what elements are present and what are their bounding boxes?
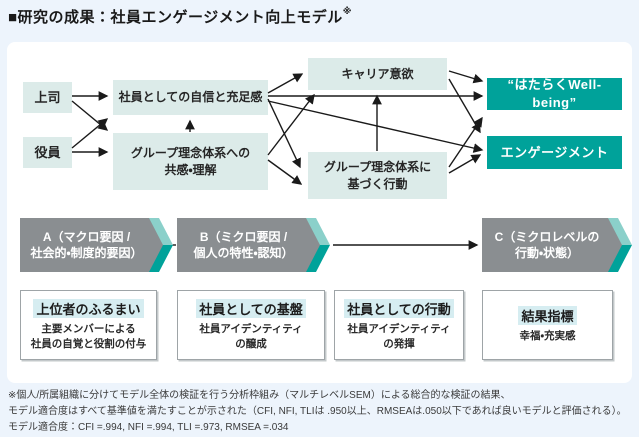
action-line1: グループ理念体系に [323,160,432,175]
node-engagement-label: エンゲージメント [500,144,609,160]
node-confidence-fulfillment: 社員としての自信と充足感 [113,80,268,115]
node-confidence-label: 社員としての自信と充足感 [118,90,263,105]
band-a-line1: A（マクロ要因 / [42,229,131,244]
card-result-indicators: 結果指標 幸福・充実感 [482,290,613,360]
card-employee-foundation: 社員としての基盤 社員アイデンティティ の醸成 [177,290,325,360]
card-leader-behavior: 上位者のふるまい 主要メンバーによる 社員の自覚と役割の付与 [20,290,157,360]
card4-body-line1: 幸福・充実感 [519,330,576,343]
node-executive-label: 役員 [34,144,61,160]
card-result-indicators-title: 結果指標 [518,306,577,326]
band-a-body: A（マクロ要因 / 社会的・制度的要因） [20,218,163,272]
page-title-note-mark: ※ [342,6,353,16]
node-career-label: キャリア意欲 [341,66,414,81]
action-line2: 基づく行動 [347,176,408,191]
card3-body-line2: の発揮 [383,337,415,350]
card-result-indicators-body: 幸福・充実感 [519,329,575,344]
footnotes: ※個人/所属組織に分けてモデル全体の検証を行う分析枠組み（マルチレベルSEM）に… [8,388,634,436]
band-micro-level-outcomes: C（ミクロレベルの 行動・状態） [482,218,632,272]
band-c-line1: C（ミクロレベルの [494,229,600,244]
band-b-line2: 個人の特性・認知） [193,246,294,260]
band-a-line2: 社会的・制度的要因） [30,246,143,260]
card-leader-behavior-body: 主要メンバーによる 社員の自覚と役割の付与 [31,322,147,351]
band-b-body: B（ミクロ要因 / 個人の特性・認知） [177,218,320,272]
card1-body-line1: 主要メンバーによる [41,322,136,335]
node-boss: 上司 [23,82,72,113]
node-executive: 役員 [23,137,72,168]
card-leader-behavior-title: 上位者のふるまい [33,298,144,318]
node-career-motivation: キャリア意欲 [308,58,447,90]
node-principle-action: グループ理念体系に 基づく行動 [308,152,447,199]
node-wellbeing: “はたらくWell-being” [487,77,622,110]
empathy-line1: グループ理念体系への [130,146,251,161]
band-b-line1: B（ミクロ要因 / [199,229,288,244]
card2-body-line2: の醸成 [235,337,267,350]
page-title-text: ■研究の成果：社員エンゲージメント向上モデル [8,9,343,26]
card-employee-action-body: 社員アイデンティティ の発揮 [347,322,450,351]
footnote-line3: モデル適合度：CFI =.994, NFI =.994, TLI =.973, … [8,422,289,433]
card1-body-line2: 社員の自覚と役割の付与 [30,337,147,350]
node-principle-action-label: グループ理念体系に 基づく行動 [324,159,431,191]
band-c-body: C（ミクロレベルの 行動・状態） [482,218,622,272]
card-employee-action-title: 社員としての行動 [344,298,454,318]
card-employee-foundation-title: 社員としての基盤 [196,298,306,318]
page-title: ■研究の成果：社員エンゲージメント向上モデル※ [8,6,352,27]
card-employee-foundation-body: 社員アイデンティティ の醸成 [199,322,302,351]
card-employee-action: 社員としての行動 社員アイデンティティ の発揮 [334,290,464,360]
node-principle-empathy: グループ理念体系への 共感・理解 [113,133,268,190]
band-micro-factors: B（ミクロ要因 / 個人の特性・認知） [177,218,330,272]
node-boss-label: 上司 [34,89,61,105]
footnote-line1: ※個人/所属組織に分けてモデル全体の検証を行う分析枠組み（マルチレベルSEM）に… [8,390,511,401]
node-wellbeing-label: “はたらくWell-being” [507,77,602,110]
band-c-line2: 行動・状態） [514,246,580,260]
card3-body-line1: 社員アイデンティティ [347,322,451,335]
empathy-line2: 共感・理解 [164,162,217,177]
node-principle-empathy-label: グループ理念体系への 共感・理解 [131,145,250,177]
node-engagement: エンゲージメント [487,136,622,169]
card2-body-line1: 社員アイデンティティ [199,322,303,335]
band-macro-factors: A（マクロ要因 / 社会的・制度的要因） [20,218,173,272]
footnote-line2: モデル適合度はすべて基準値を満たすことが示された（CFI, NFI, TLIは … [8,406,627,417]
